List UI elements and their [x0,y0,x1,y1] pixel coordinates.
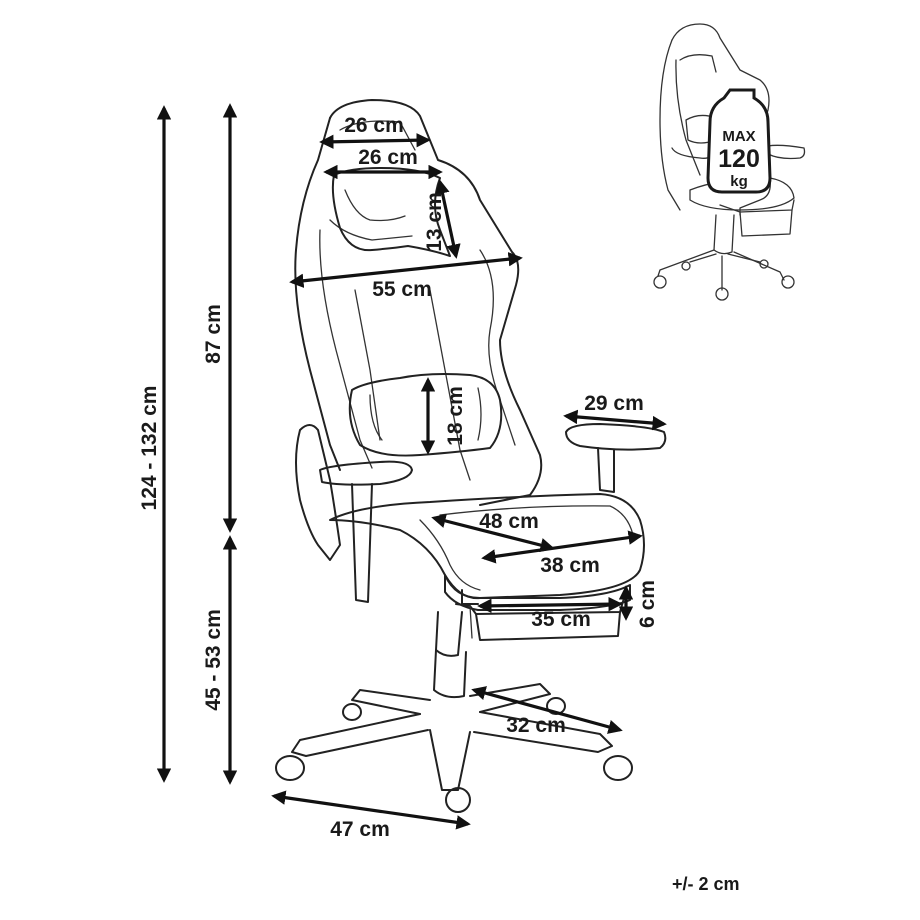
chair-drawing [275,99,667,813]
dimension-labels: 124 - 132 cm 87 cm 45 - 53 cm 26 cm 26 c… [138,114,659,841]
thumbnail-chair: MAX 120 kg [653,23,806,301]
footrest-width-arrow [477,596,623,614]
total-height-label: 124 - 132 cm [138,386,161,511]
pillow-height-label: 13 cm [423,192,446,252]
backrest-width-label: 55 cm [372,278,432,301]
seat-depth-label: 48 cm [479,510,539,533]
backrest-width-arrow [289,252,523,288]
weight-max-label: MAX [722,128,755,145]
armrest-length-label: 29 cm [584,392,644,415]
dimension-arrows [156,103,667,830]
seat-height-label: 45 - 53 cm [202,609,225,711]
headrest-top-arrow [319,133,431,149]
headrest-top-width-label: 26 cm [344,114,404,137]
base-width-label: 47 cm [330,818,390,841]
footrest-height-label: 6 cm [636,580,659,628]
base-leg-arrow [471,686,623,734]
pillow-height-arrow [435,179,461,259]
base-leg-label: 32 cm [506,714,566,737]
base-width-arrow [271,790,471,830]
pillow-width-label: 26 cm [358,146,418,169]
weight-unit-label: kg [730,173,748,190]
seat-width-arrow [481,530,643,564]
weight-icon [706,88,772,194]
weight-badge: MAX 120 kg [706,88,772,194]
seat-width-label: 38 cm [540,554,600,577]
backrest-height-label: 87 cm [202,304,225,364]
weight-value-label: 120 [718,145,760,173]
armrest-arrow [563,409,667,431]
footrest-width-label: 35 cm [531,608,591,631]
lumbar-height-label: 18 cm [444,386,467,446]
tolerance-note: +/- 2 cm [672,874,740,894]
